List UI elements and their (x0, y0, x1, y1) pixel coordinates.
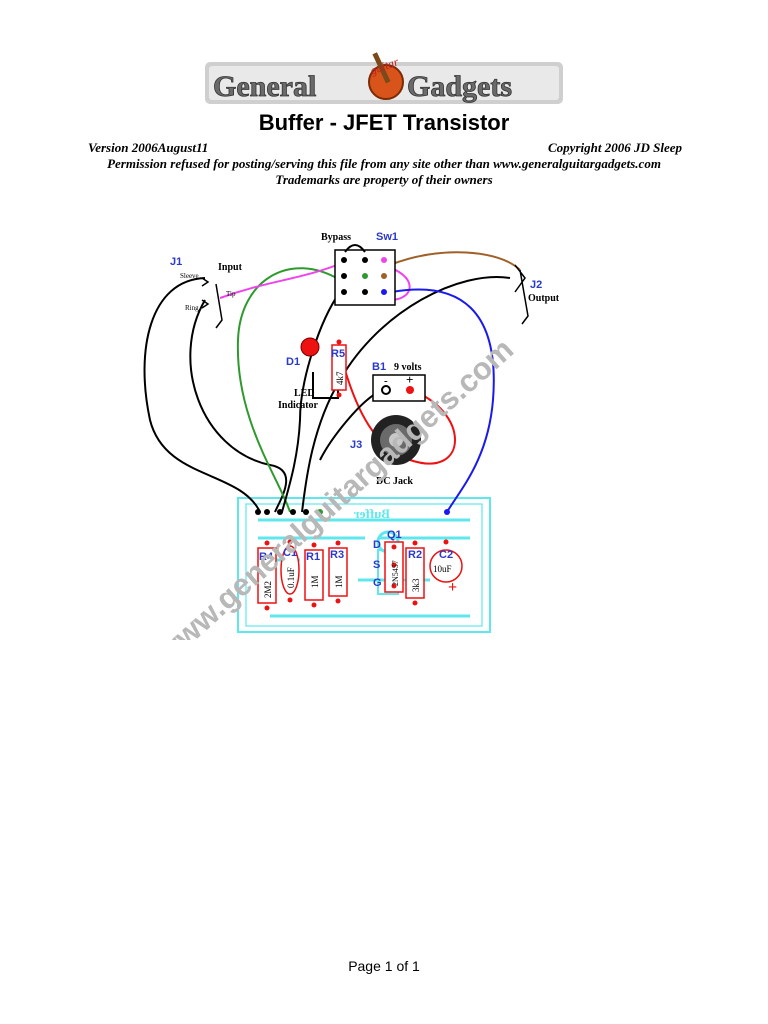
r3-value: 1M (334, 575, 344, 588)
board-terminals (255, 509, 450, 515)
j3-ref: J3 (350, 439, 362, 451)
q1-source: S (373, 559, 380, 571)
capacitor-c2: C2 10uF + (429, 539, 463, 596)
d1-ref: D1 (286, 356, 300, 368)
r2-value: 3k3 (411, 578, 421, 592)
transistor-q1: Q1 D S G 2N5457 (373, 529, 404, 593)
led-label-line1: LED (294, 388, 315, 399)
permission-notice: Permission refused for posting/serving t… (107, 156, 661, 171)
logo-left-text: General (213, 70, 316, 103)
page-title: Buffer - JFET Transistor (258, 110, 510, 135)
q1-drain: D (373, 539, 381, 551)
wiring-diagram: Buffer J1 Sleeve Ring Tip Input Bypass S… (130, 220, 590, 671)
battery-b1: B1 9 volts - + (372, 361, 426, 402)
sw1-ref: Sw1 (376, 231, 398, 243)
q1-value: 2N5457 (391, 560, 400, 586)
r1-value: 1M (310, 575, 320, 588)
j1-sleeve-label: Sleeve (180, 272, 199, 280)
bypass-switch-sw1: Bypass Sw1 (321, 231, 398, 306)
j1-ref: J1 (170, 256, 182, 268)
led-d1: D1 LED Indicator (278, 337, 320, 411)
output-jack-j2: J2 Output (514, 264, 560, 325)
resistor-r1: R1 1M (304, 542, 324, 608)
capacitor-c1: C1 0.1uF (280, 539, 300, 603)
wire-brown (389, 251, 521, 271)
resistor-r3: R3 1M (328, 540, 348, 604)
c2-value: 10uF (433, 564, 452, 574)
q1-gate: G (373, 577, 382, 589)
wire-black-switch (281, 291, 341, 513)
logo-right-text: Gadgets (407, 70, 512, 103)
q1-ref: Q1 (387, 529, 402, 541)
j1-ring-label: Ring (185, 304, 199, 312)
j2-name: Output (528, 293, 560, 304)
wire-green (236, 267, 341, 513)
b1-plus: + (406, 372, 413, 387)
r5-ref: R5 (331, 348, 345, 360)
c2-ref: C2 (439, 549, 453, 561)
wire-black-sleeve (143, 277, 261, 513)
general-guitar-gadgets-logo: General guitar Gadgets (205, 52, 563, 110)
resistor-r5: R5 4k7 (331, 339, 347, 398)
resistor-r4: R4 2M2 (257, 540, 277, 611)
board-label: Buffer (354, 506, 390, 521)
page-footer: Page 1 of 1 (348, 958, 420, 974)
j1-name: Input (218, 262, 243, 273)
b1-name: 9 volts (394, 362, 422, 373)
r4-value: 2M2 (263, 581, 273, 598)
b1-ref: B1 (372, 361, 386, 373)
c2-polarity: + (448, 579, 457, 596)
sw1-name: Bypass (321, 232, 351, 243)
trademark-notice: Trademarks are property of their owners (275, 172, 493, 187)
j1-tip-label: Tip (226, 290, 236, 298)
r5-value: 4k7 (335, 371, 345, 385)
j2-ref: J2 (530, 279, 542, 291)
j3-name: DC Jack (376, 476, 413, 487)
r3-ref: R3 (330, 549, 344, 561)
c1-value: 0.1uF (286, 567, 296, 588)
input-jack-j1: J1 Sleeve Ring Tip Input (170, 256, 243, 329)
c1-ref: C1 (283, 547, 297, 559)
b1-minus: - (384, 375, 388, 387)
r2-ref: R2 (408, 549, 422, 561)
led-label-line2: Indicator (278, 400, 319, 411)
copyright-text: Copyright 2006 JD Sleep (548, 140, 682, 155)
dc-jack-j3: J3 DC Jack (350, 415, 421, 487)
wires (143, 251, 521, 513)
wire-blue (391, 288, 495, 513)
r4-ref: R4 (259, 551, 274, 563)
r1-ref: R1 (306, 551, 320, 563)
wire-black-ring (189, 299, 288, 513)
wire-red-battery (344, 369, 456, 465)
version-text: Version 2006August11 (88, 140, 209, 155)
resistor-r2: R2 3k3 (405, 540, 425, 606)
